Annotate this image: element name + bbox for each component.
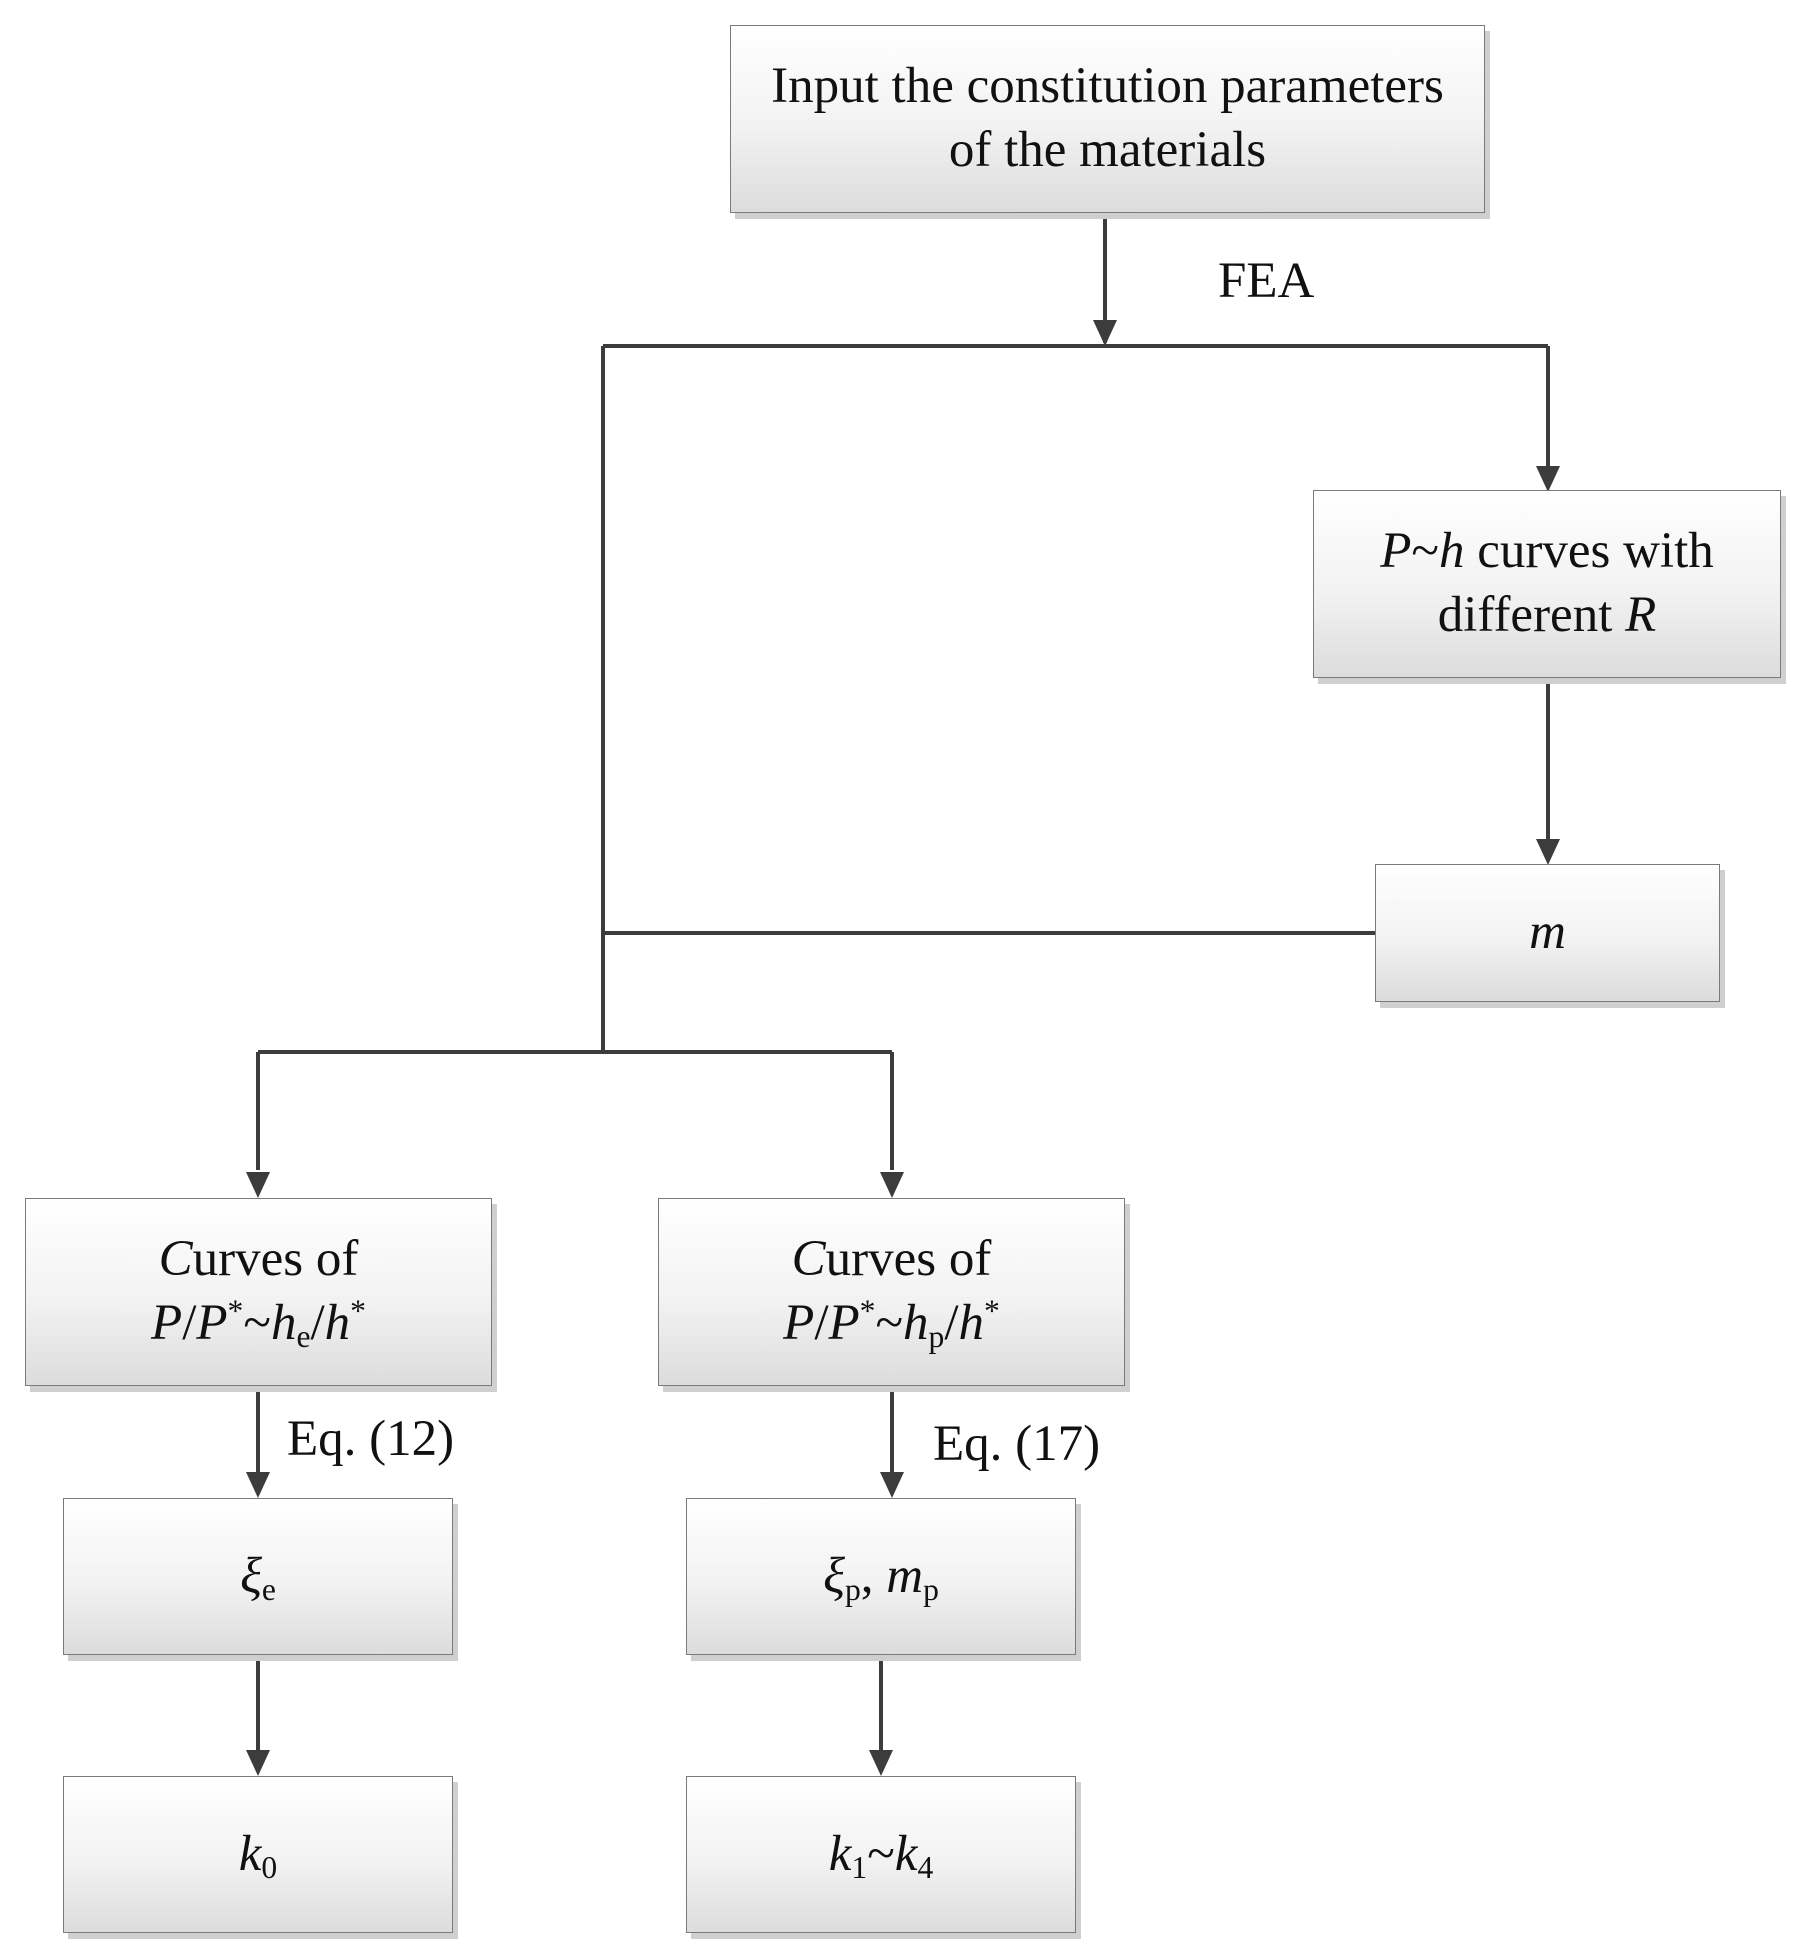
xi-e-symbol: ξe: [240, 1547, 276, 1607]
arrowhead-k0: [246, 1750, 270, 1776]
arrowhead-xi-e: [246, 1472, 270, 1498]
m-box: m: [1375, 864, 1720, 1002]
curves-e-box: Curves of P/P*~he/h*: [25, 1198, 492, 1386]
input-parameters-box: Input the constitution parameters of the…: [730, 25, 1485, 213]
input-line-1: Input the constitution parameters: [771, 58, 1444, 115]
arrowhead-curves-e: [246, 1172, 270, 1198]
eq12-label: Eq. (12): [287, 1411, 455, 1467]
xi-p-symbols: ξp, mp: [823, 1547, 939, 1607]
arrowhead-ph-curves: [1536, 466, 1560, 492]
curves-p-box: Curves of P/P*~hp/h*: [658, 1198, 1125, 1386]
curves-e-line-2: P/P*~he/h*: [151, 1293, 366, 1354]
eq17-label: Eq. (17): [933, 1416, 1101, 1472]
ph-curves-box: P~h curves with different R: [1313, 490, 1781, 678]
k1-k4-symbols: k1~k4: [828, 1825, 934, 1885]
xi-e-box: ξe: [63, 1498, 453, 1655]
input-line-2: of the materials: [948, 122, 1267, 178]
k0-box: k0: [63, 1776, 453, 1933]
arrowhead-m: [1536, 839, 1560, 865]
k0-symbol: k0: [238, 1825, 278, 1885]
m-symbol: m: [1529, 904, 1566, 961]
curves-p-line-2: P/P*~hp/h*: [783, 1293, 1000, 1354]
curves-e-line-1: Curves of: [158, 1231, 359, 1288]
arrowhead-curves-p: [880, 1172, 904, 1198]
arrowhead-xi-p: [880, 1472, 904, 1498]
k1-k4-box: k1~k4: [686, 1776, 1076, 1933]
curves-p-line-1: Curves of: [791, 1231, 992, 1288]
fea-label: FEA: [1218, 253, 1315, 309]
xi-p-box: ξp, mp: [686, 1498, 1076, 1655]
arrowhead-fea: [1093, 320, 1117, 346]
ph-curves-line-1: P~h curves with: [1380, 523, 1714, 580]
ph-curves-line-2: different R: [1437, 587, 1657, 643]
arrowhead-k14: [869, 1750, 893, 1776]
